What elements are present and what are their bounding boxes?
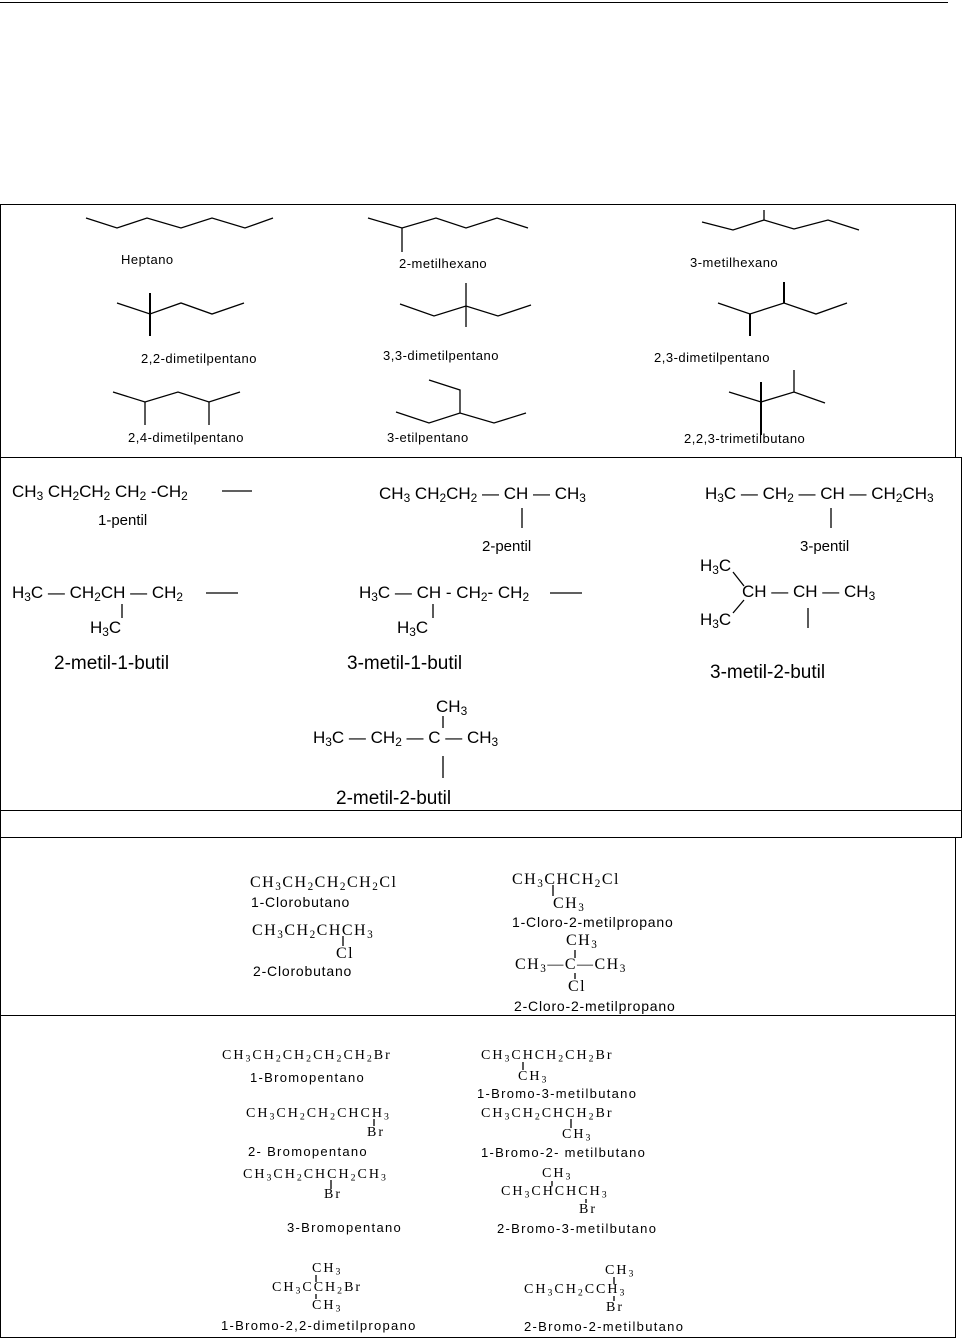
bond (732, 571, 745, 587)
alkane-label: 3-metilhexano (690, 255, 779, 270)
compound-label: 2-Bromo-2-metilbutano (524, 1319, 685, 1334)
formula: CH3 (542, 1166, 573, 1183)
formula: CH3 (566, 932, 599, 951)
formula: CH3CH2CH2CHCH3 (246, 1106, 391, 1123)
alkane-label: 2-metilhexano (399, 256, 488, 271)
group-label: 2-metil-2-butil (336, 788, 452, 809)
compound-label: 1-Bromo-3-metilbutano (477, 1086, 638, 1101)
compound-label: 1-Cloro-2-metilpropano (512, 914, 674, 930)
2-metilhexano-structure (367, 217, 529, 229)
alkane-label: 2,2,3-trimetilbutano (684, 431, 806, 446)
alkane-label: 3,3-dimetilpentano (383, 348, 499, 363)
formula: CH3CHCH2Cl (512, 871, 620, 890)
compound-label: 1-Bromo-2- metilbutano (481, 1145, 647, 1160)
formula: CH3 (312, 1261, 343, 1278)
chloroalkanes-panel (0, 837, 956, 1016)
group-label: 3-pentil (800, 538, 850, 555)
compound-label: 3-Bromopentano (287, 1220, 403, 1235)
group-label: 2-pentil (482, 538, 532, 555)
divider (0, 810, 962, 811)
formula: Cl (336, 945, 355, 962)
compound-label: 2- Bromopentano (248, 1144, 368, 1159)
formula: Br (324, 1187, 342, 1202)
formula: H3C (397, 618, 429, 639)
formula: CH3CH2CHCH2CH3 (243, 1167, 388, 1184)
alkane-label: 3-etilpentano (387, 430, 469, 445)
formula: CH3 (562, 1127, 593, 1144)
alkane-label: 2,2-dimetilpentano (141, 351, 257, 366)
group-label: 2-metil-1-butil (54, 653, 170, 674)
group-label: 3-metil-1-butil (347, 653, 463, 674)
2,2-dimetilpentano-structure (116, 302, 245, 315)
alkane-label: Heptano (121, 252, 174, 267)
bromoalkanes-panel (0, 1015, 956, 1338)
formula: H3C (700, 610, 732, 631)
formula: CH3CHCHCH3 (501, 1184, 609, 1201)
bond (732, 599, 745, 614)
formula: CH3CH2CH2CH2Cl (250, 874, 398, 893)
formula: CH3 (518, 1069, 549, 1086)
formula: H3C — CH2CH — CH2 (12, 583, 183, 604)
formula: H3C — CH2 — CH — CH2CH3 (705, 484, 934, 505)
compound-label: 2-Bromo-3-metilbutano (497, 1221, 658, 1236)
formula: CH3CCH2Br (272, 1280, 363, 1297)
compound-label: 1-Bromo-2,2-dimetilpropano (221, 1318, 417, 1333)
alkane-label: 2,4-dimetilpentano (128, 430, 244, 445)
formula: Br (606, 1300, 624, 1315)
alkane-label: 2,3-dimetilpentano (654, 350, 770, 365)
formula: H3C — CH - CH2- CH2 (359, 583, 530, 604)
3-etilpentano-structure (395, 411, 527, 424)
formula: H3C (90, 618, 122, 639)
formula: CH3 (312, 1298, 343, 1315)
2,4-dimetilpentano-structure (112, 391, 241, 403)
formula: CH — CH — CH3 (742, 582, 876, 603)
bond (428, 379, 461, 413)
formula: Br (579, 1202, 597, 1217)
formula: CH3 CH2CH2 CH2 -CH2 (12, 482, 188, 503)
formula: CH3—C—CH3 (515, 956, 627, 975)
formula: CH3CH2CH2CH2CH2Br (222, 1048, 392, 1065)
3-metilhexano-structure (701, 219, 860, 231)
formula: CH3 (553, 895, 586, 914)
group-label: 1-pentil (98, 512, 148, 529)
formula: H3C — CH2 — C — CH3 (313, 728, 499, 749)
compound-label: 1-Clorobutano (251, 894, 351, 910)
formula: CH3 CH2CH2 — CH — CH3 (379, 484, 586, 505)
formula: CH3 (605, 1263, 636, 1280)
formula: Br (367, 1125, 385, 1140)
formula: H3C (700, 556, 732, 577)
formula: CH3CH2CCH3 (524, 1282, 627, 1299)
formula: CH3 (436, 697, 468, 718)
heptano-structure (85, 217, 274, 229)
formula: CH3CHCH2CH2Br (481, 1048, 614, 1065)
2,2,3-trimetilbutano-structure (728, 391, 826, 404)
formula: CH3CH2CHCH3 (252, 922, 375, 941)
compound-label: 2-Cloro-2-metilpropano (514, 998, 676, 1014)
compound-label: 1-Bromopentano (250, 1070, 366, 1085)
compound-label: 2-Clorobutano (253, 963, 353, 979)
formula: CH3CH2CHCH2Br (481, 1106, 614, 1123)
group-label: 3-metil-2-butil (710, 662, 826, 683)
formula: Cl (568, 978, 587, 995)
2,3-dimetilpentano-structure (717, 302, 848, 315)
header-rule (0, 2, 948, 3)
